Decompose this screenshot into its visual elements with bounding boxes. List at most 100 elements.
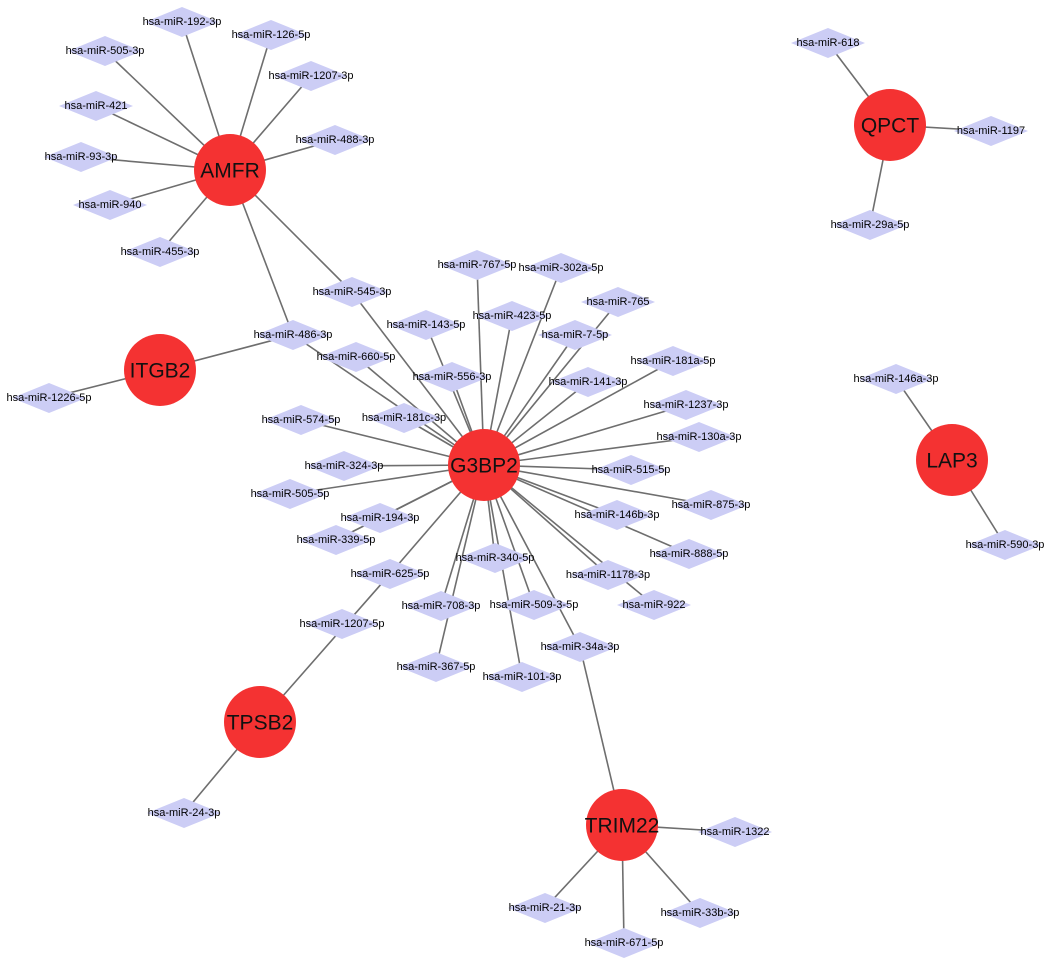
mirna-label: hsa-miR-671-5p	[585, 937, 664, 949]
gene-node-amfr[interactable]: AMFR	[194, 134, 266, 206]
mirna-diamond	[587, 928, 661, 958]
mirna-node[interactable]: hsa-miR-1237-3p	[644, 390, 729, 420]
mirna-diamond	[12, 383, 86, 413]
gene-label: LAP3	[926, 450, 977, 473]
mirna-node[interactable]: hsa-miR-181c-3p	[362, 403, 446, 433]
mirna-diamond	[859, 364, 933, 394]
mirna-label: hsa-miR-141-3p	[549, 376, 628, 388]
mirna-node[interactable]: hsa-miR-421	[59, 91, 133, 121]
mirna-diamond	[59, 91, 133, 121]
mirna-node[interactable]: hsa-miR-875-3p	[672, 490, 751, 520]
mirna-node[interactable]: hsa-miR-1207-3p	[269, 61, 354, 91]
mirna-node[interactable]: hsa-miR-34a-3p	[541, 632, 620, 662]
mirna-label: hsa-miR-765	[587, 296, 650, 308]
mirna-node[interactable]: hsa-miR-556-3p	[413, 362, 492, 392]
gene-node-lap3[interactable]: LAP3	[916, 424, 988, 496]
mirna-node[interactable]: hsa-miR-340-5p	[456, 543, 535, 573]
mirna-node[interactable]: hsa-miR-922	[617, 590, 691, 620]
mirna-label: hsa-miR-625-5p	[351, 568, 430, 580]
mirna-node[interactable]: hsa-miR-141-3p	[549, 367, 628, 397]
mirna-label: hsa-miR-7-5p	[542, 329, 609, 341]
mirna-node[interactable]: hsa-miR-1207-5p	[300, 609, 385, 639]
mirna-node[interactable]: hsa-miR-708-3p	[402, 591, 481, 621]
mirna-node[interactable]: hsa-miR-339-5p	[297, 525, 376, 555]
mirna-node[interactable]: hsa-miR-767-5p	[438, 250, 517, 280]
mirna-node[interactable]: hsa-miR-545-3p	[313, 277, 392, 307]
mirna-node[interactable]: hsa-miR-618	[791, 28, 865, 58]
mirna-diamond	[299, 525, 373, 555]
mirna-label: hsa-miR-146a-3p	[854, 373, 939, 385]
mirna-node[interactable]: hsa-miR-324-3p	[305, 451, 384, 481]
mirna-node[interactable]: hsa-miR-1226-5p	[7, 383, 92, 413]
mirna-diamond	[305, 609, 379, 639]
edge-g3bp2-hsa-mir-875-3p	[483, 464, 712, 506]
mirna-node[interactable]: hsa-miR-940	[73, 190, 147, 220]
gene-node-tpsb2[interactable]: TPSB2	[224, 686, 296, 758]
mirna-node[interactable]: hsa-miR-302a-5p	[519, 253, 604, 283]
mirna-node[interactable]: hsa-miR-888-5p	[650, 539, 729, 569]
mirna-node[interactable]: hsa-miR-146a-3p	[854, 364, 939, 394]
mirna-label: hsa-miR-1322	[700, 826, 769, 838]
mirna-diamond	[234, 20, 308, 50]
gene-node-qpct[interactable]: QPCT	[854, 89, 926, 161]
mirna-node[interactable]: hsa-miR-509-3-5p	[490, 590, 579, 620]
gene-node-g3bp2[interactable]: G3BP2	[448, 429, 520, 501]
mirna-node[interactable]: hsa-miR-423-5p	[473, 301, 552, 331]
mirna-node[interactable]: hsa-miR-194-3p	[341, 503, 420, 533]
mirna-node[interactable]: hsa-miR-146b-3p	[575, 500, 660, 530]
mirna-node[interactable]: hsa-miR-455-3p	[121, 237, 200, 267]
mirna-node[interactable]: hsa-miR-1322	[698, 817, 772, 847]
mirna-label: hsa-miR-486-3p	[254, 329, 333, 341]
mirna-label: hsa-miR-767-5p	[438, 259, 517, 271]
mirna-node[interactable]: hsa-miR-181a-5p	[631, 346, 716, 376]
mirna-node[interactable]: hsa-miR-24-3p	[147, 798, 221, 828]
mirna-diamond	[307, 451, 381, 481]
mirna-diamond	[73, 190, 147, 220]
mirna-label: hsa-miR-181c-3p	[362, 412, 446, 424]
mirna-diamond	[698, 817, 772, 847]
mirna-node[interactable]: hsa-miR-33b-3p	[661, 898, 740, 928]
mirna-diamond	[123, 237, 197, 267]
mirna-label: hsa-miR-126-5p	[232, 29, 311, 41]
mirna-node[interactable]: hsa-miR-130a-3p	[657, 422, 742, 452]
mirna-node[interactable]: hsa-miR-671-5p	[585, 928, 664, 958]
mirna-node[interactable]: hsa-miR-1178-3p	[566, 560, 650, 590]
mirna-node[interactable]: hsa-miR-367-5p	[397, 652, 476, 682]
mirna-diamond	[475, 301, 549, 331]
mirna-node[interactable]: hsa-miR-625-5p	[351, 559, 430, 589]
mirna-node[interactable]: hsa-miR-143-5p	[387, 310, 466, 340]
mirna-node[interactable]: hsa-miR-505-5p	[251, 479, 330, 509]
mirna-node[interactable]: hsa-miR-515-5p	[592, 455, 671, 485]
mirna-node[interactable]: hsa-miR-574-5p	[262, 405, 341, 435]
mirna-node[interactable]: hsa-miR-486-3p	[254, 320, 333, 350]
mirna-diamond	[543, 632, 617, 662]
edge-g3bp2-hsa-mir-130a-3p	[483, 436, 700, 466]
edge-g3bp2-hsa-mir-888-5p	[483, 464, 690, 555]
mirna-node[interactable]: hsa-miR-1197	[954, 116, 1028, 146]
mirna-label: hsa-miR-101-3p	[483, 671, 562, 683]
mirna-node[interactable]: hsa-miR-7-5p	[538, 320, 612, 350]
mirna-node[interactable]: hsa-miR-765	[581, 287, 655, 317]
mirna-node[interactable]: hsa-miR-29a-5p	[831, 210, 910, 240]
mirna-label: hsa-miR-33b-3p	[661, 907, 740, 919]
mirna-label: hsa-miR-302a-5p	[519, 262, 604, 274]
mirna-diamond	[353, 559, 427, 589]
mirna-node[interactable]: hsa-miR-93-3p	[44, 142, 118, 172]
mirna-node[interactable]: hsa-miR-21-3p	[508, 893, 582, 923]
mirna-diamond	[652, 539, 726, 569]
mirna-diamond	[404, 591, 478, 621]
mirna-diamond	[389, 310, 463, 340]
mirna-node[interactable]: hsa-miR-192-3p	[143, 7, 222, 37]
mirna-node[interactable]: hsa-miR-660-5p	[317, 342, 396, 372]
mirna-node[interactable]: hsa-miR-505-3p	[66, 36, 145, 66]
gene-node-trim22[interactable]: TRIM22	[585, 789, 660, 861]
mirna-label: hsa-miR-324-3p	[305, 460, 384, 472]
mirna-node[interactable]: hsa-miR-590-3p	[966, 530, 1045, 560]
mirna-label: hsa-miR-339-5p	[297, 534, 376, 546]
mirna-node[interactable]: hsa-miR-126-5p	[232, 20, 311, 50]
mirna-node[interactable]: hsa-miR-101-3p	[483, 662, 562, 692]
mirna-label: hsa-miR-29a-5p	[831, 219, 910, 231]
mirna-node[interactable]: hsa-miR-488-3p	[296, 125, 375, 155]
gene-node-itgb2[interactable]: ITGB2	[124, 334, 196, 406]
